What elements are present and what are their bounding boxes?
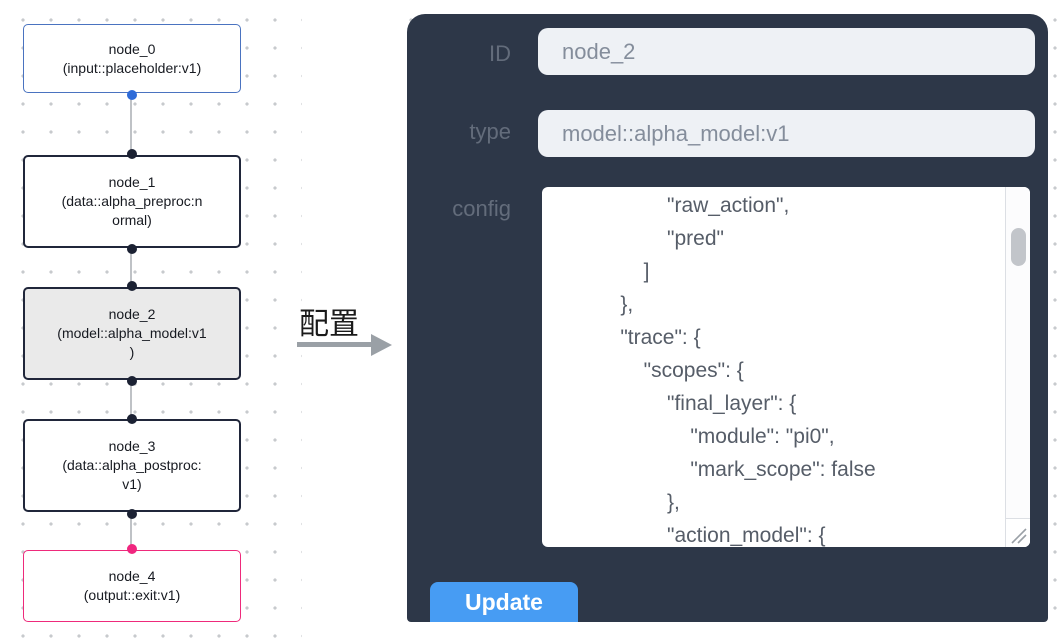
port-node3-out[interactable] — [127, 509, 137, 519]
node-3-subtitle: v1) — [122, 476, 142, 492]
node-0-subtitle: (input::placeholder:v1) — [62, 59, 202, 76]
configure-label: 配置 — [299, 308, 359, 341]
node-4-title: node_4 — [108, 568, 156, 584]
port-node2-in[interactable] — [127, 281, 137, 291]
resize-handle-icon[interactable] — [1005, 518, 1030, 547]
node-1[interactable]: node_1 (data::alpha_preproc:n ormal) — [23, 155, 241, 248]
port-node2-out[interactable] — [127, 376, 137, 386]
node-4[interactable]: node_4 (output::exit:v1) — [23, 550, 241, 622]
node-1-subtitle: (data::alpha_preproc:n — [61, 193, 203, 209]
node-config-panel: ID type config "raw_action", "pred" ] },… — [407, 14, 1048, 622]
node-3-subtitle: (data::alpha_postproc: — [62, 457, 202, 473]
id-input[interactable] — [538, 28, 1035, 75]
config-editor[interactable]: "raw_action", "pred" ] }, "trace": { "sc… — [542, 187, 1030, 547]
port-node1-out[interactable] — [127, 244, 137, 254]
edge-node1-node2 — [130, 250, 132, 286]
port-node3-in[interactable] — [127, 414, 137, 424]
node-1-subtitle: ormal) — [112, 212, 152, 228]
config-scrollbar-thumb[interactable] — [1011, 228, 1026, 266]
type-input[interactable] — [538, 110, 1035, 157]
node-0[interactable]: node_0 (input::placeholder:v1) — [23, 24, 241, 93]
config-json-text[interactable]: "raw_action", "pred" ] }, "trace": { "sc… — [620, 194, 876, 547]
node-2-subtitle: ) — [129, 344, 135, 360]
node-2-title: node_2 — [108, 306, 156, 322]
right-arrow-head-icon — [371, 333, 392, 356]
node-0-title: node_0 — [108, 40, 156, 57]
graph-canvas[interactable]: node_0 (input::placeholder:v1) node_1 (d… — [0, 0, 302, 643]
edge-node3-node4 — [130, 515, 132, 549]
edge-node2-node3 — [130, 382, 132, 419]
port-node0-out[interactable] — [127, 90, 137, 100]
node-2-subtitle: (model::alpha_model:v1 — [57, 325, 207, 341]
config-scrollbar[interactable] — [1005, 187, 1030, 547]
edge-node0-node1 — [130, 96, 132, 154]
node-1-title: node_1 — [108, 174, 156, 190]
node-3[interactable]: node_3 (data::alpha_postproc: v1) — [23, 419, 241, 512]
port-node1-in[interactable] — [127, 149, 137, 159]
update-button[interactable]: Update — [430, 582, 578, 622]
type-field-label: type — [469, 119, 511, 144]
node-2[interactable]: node_2 (model::alpha_model:v1 ) — [23, 287, 241, 380]
node-4-subtitle: (output::exit:v1) — [83, 587, 181, 603]
config-field-label: config — [452, 196, 511, 221]
id-field-label: ID — [489, 41, 511, 66]
node-3-title: node_3 — [108, 438, 156, 454]
port-node4-in[interactable] — [127, 544, 137, 554]
right-arrow-icon — [297, 342, 373, 347]
